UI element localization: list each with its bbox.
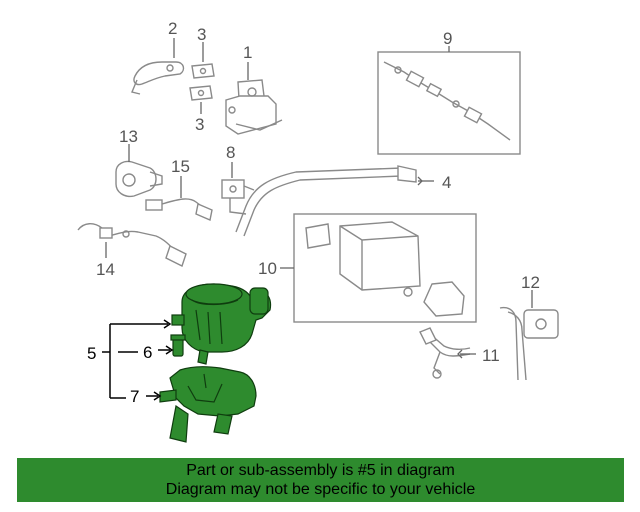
part-15-o2-sensor[interactable] — [145, 198, 213, 221]
part-9-hose-set[interactable] — [383, 61, 511, 141]
part-1-mount[interactable] — [225, 79, 283, 135]
arrow-5 — [163, 319, 172, 329]
arrow-11 — [457, 349, 463, 359]
callout-6: 6 — [143, 343, 152, 362]
part-12-valve[interactable] — [499, 306, 559, 381]
callout-10: 10 — [258, 259, 277, 278]
info-banner: Part or sub-assembly is #5 in diagram Di… — [17, 458, 624, 502]
callout-12: 12 — [521, 273, 540, 292]
callout-11: 11 — [482, 346, 500, 365]
part-14-sensor-harness[interactable] — [77, 223, 187, 267]
part-5-air-pump-assembly[interactable] — [171, 283, 272, 365]
arrow-4 — [417, 176, 423, 186]
callout-7: 7 — [130, 387, 139, 406]
callout-15: 15 — [171, 157, 190, 176]
callout-8: 8 — [226, 143, 235, 162]
callout-13: 13 — [119, 127, 138, 146]
part-13-sensor[interactable] — [115, 160, 163, 198]
callout-2: 2 — [168, 19, 177, 38]
callout-4: 4 — [442, 173, 451, 192]
part-3-clamp-lower[interactable] — [189, 85, 213, 101]
part-4-hose[interactable] — [235, 165, 417, 237]
callout-9: 9 — [443, 29, 452, 48]
part-8-vsv[interactable] — [221, 179, 255, 215]
callout-5: 5 — [87, 344, 96, 363]
banner-line-2: Diagram may not be specific to your vehi… — [165, 481, 476, 498]
arrow-6 — [165, 345, 174, 355]
callout-3-lower: 3 — [195, 115, 204, 134]
callout-3-upper: 3 — [197, 25, 206, 44]
part-2-hose-bracket[interactable] — [131, 61, 185, 95]
part-3-clamp-upper[interactable] — [191, 63, 215, 79]
part-7-bracket[interactable] — [159, 366, 257, 443]
part-6-fitting[interactable] — [170, 334, 186, 357]
part-10-canister[interactable] — [305, 221, 465, 317]
arrow-7 — [153, 391, 162, 401]
banner-line-1: Part or sub-assembly is #5 in diagram — [186, 462, 455, 479]
callout-1: 1 — [243, 43, 252, 62]
part-11-pipe[interactable] — [419, 327, 471, 379]
callout-14: 14 — [96, 260, 115, 279]
